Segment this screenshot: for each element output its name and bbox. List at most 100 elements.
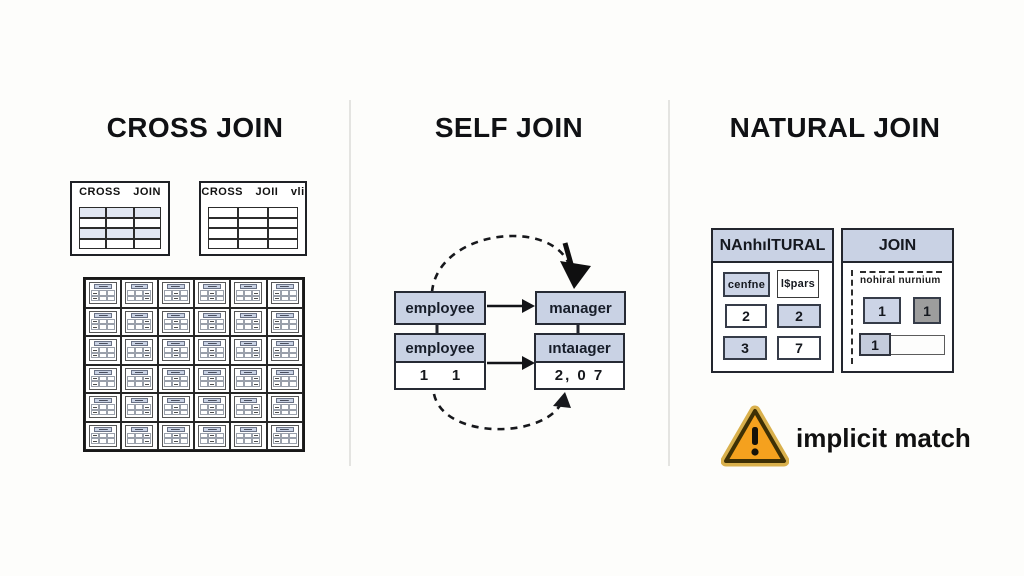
table-cell [208,228,238,239]
mini-table-grid [272,347,297,359]
mini-table-grid [236,375,261,387]
warning-label: implicit match [796,423,971,453]
product-cell [85,364,122,393]
mini-table [89,310,118,333]
mini-table-grid [163,347,188,359]
employee-table-header: employee [396,335,484,363]
natural-join-title: NATURAL JOIN [729,112,941,143]
cross-join-table-a-header: CROSS JOIN [79,186,161,198]
mini-table [198,282,227,305]
product-cell [230,393,267,422]
table-cell [208,217,238,228]
product-cell [230,307,267,336]
table-cell [106,228,134,239]
mini-table-header [275,312,294,318]
product-cell [157,279,194,308]
mini-table [234,396,263,419]
product-cell [230,336,267,365]
mini-table-header [130,398,149,404]
mini-table [89,396,118,419]
mini-table [270,282,299,305]
mini-table-grid [163,432,188,444]
cross-join-table-b-header: CROSS JOII vli [201,186,305,198]
mini-table-grid [91,404,116,416]
mini-table [161,396,190,419]
table-cell [133,217,161,228]
dashed-arc-bottom [432,393,565,431]
mini-table [89,339,118,362]
mini-table [234,339,263,362]
join-cell-match: 1 [863,297,901,324]
table-cell [238,207,268,218]
mini-table [234,282,263,305]
mini-table-header [203,284,221,290]
mini-table-header [166,284,185,290]
mini-table [89,424,118,447]
mini-table-grid [272,404,297,416]
mini-table-header [239,284,258,290]
mini-table-grid [236,290,261,302]
mini-table-grid [236,404,261,416]
product-cell [193,364,231,393]
natural-cell-value: 3 [723,336,767,360]
cross-join-title: CROSS JOIN [106,112,284,143]
natural-cell-value: 2 [725,304,767,328]
mini-table-header [130,426,149,432]
mini-table [198,339,227,362]
mini-table [125,396,154,419]
mini-table-header [203,312,221,318]
mini-table-header [239,398,258,404]
mini-table-header [166,369,185,375]
mini-table-header [166,312,185,318]
product-cell [85,393,122,422]
employee-node: employee [394,291,486,325]
mini-table [270,396,299,419]
manager-table-header: ıntaıager [536,335,623,363]
join-cell-match-gray: 1 [913,297,941,324]
product-cell [266,307,303,336]
mini-table-grid [272,290,297,302]
mini-table [125,282,154,305]
mini-table-grid [272,318,297,330]
employee-value: 1 [419,367,429,384]
mini-table [270,367,299,390]
mini-table-grid [91,375,116,387]
manager-node: manager [535,291,626,325]
mini-table-header [275,284,294,290]
arrow-table-head-icon [522,356,535,370]
mini-table [161,282,190,305]
product-cell [266,279,303,308]
product-cell [121,307,158,336]
cross-product-grid [83,277,305,452]
self-join-title: SELF JOIN [434,112,584,143]
natural-cell-years: l$pars [777,270,819,298]
mini-table-header [94,341,112,347]
product-cell [157,336,194,365]
mini-table-header [166,341,185,347]
natural-cell-value: 2 [777,304,821,328]
product-cell [85,421,122,450]
mini-table-header [94,284,112,290]
natural-cell-name: cenfne [723,272,770,297]
mini-table [198,424,227,447]
big-arrowhead-icon [560,261,591,289]
mini-table-header [94,312,112,318]
mini-table-header [203,426,221,432]
table-cell [268,228,298,239]
product-cell [266,421,303,450]
mini-table-grid [127,404,152,416]
mini-table [161,424,190,447]
mini-table-grid [200,347,225,359]
mini-table-header [275,398,294,404]
dashed-guide-line [851,270,853,364]
table-cell [106,217,134,228]
product-cell [157,307,194,336]
mini-table-grid [163,375,188,387]
product-cell [121,393,158,422]
dashed-overline [860,271,942,273]
table-cell [133,238,161,249]
exclamation-mark [752,427,758,445]
table-cell [268,238,298,249]
mini-table-grid [236,432,261,444]
